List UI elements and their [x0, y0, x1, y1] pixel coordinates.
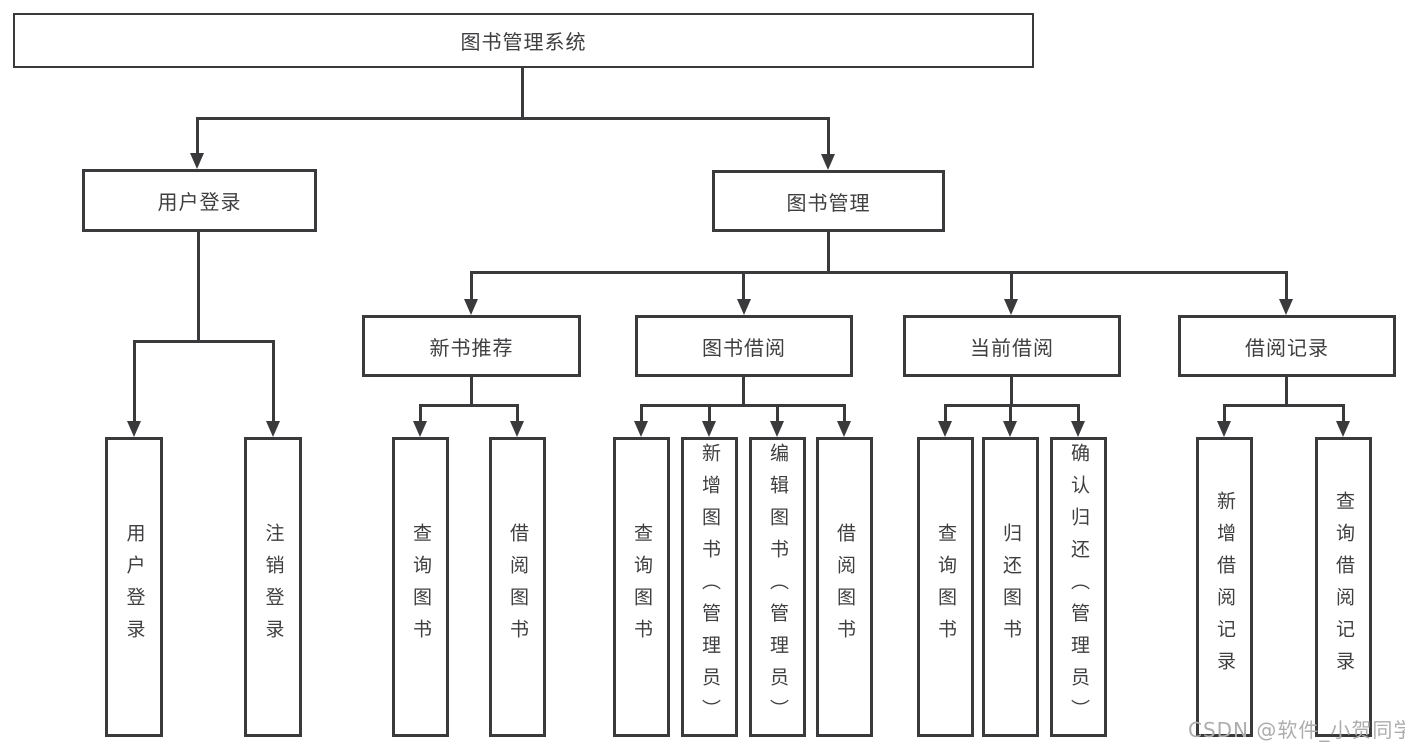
node-label: 图书借阅 [702, 335, 786, 360]
edge-to-logout [272, 340, 275, 423]
arrow-down-icon [190, 153, 204, 169]
edge-to-current-borrow [1010, 271, 1013, 301]
arrow-down-icon [1004, 299, 1018, 315]
edge-borrow-record-stem [1285, 377, 1288, 407]
edge-to-new-book [470, 271, 473, 301]
edge-leaf [1009, 404, 1012, 423]
arrow-down-icon [634, 421, 648, 437]
node-leaf-logout: 注销登录 [244, 437, 302, 737]
arrow-down-icon [413, 421, 427, 437]
edge-leaf [1342, 404, 1345, 423]
edge-book-borrow-stem [742, 377, 745, 407]
node-label: 注销登录 [262, 523, 285, 651]
arrow-down-icon [770, 421, 784, 437]
arrow-down-icon [510, 421, 524, 437]
arrow-down-icon [1071, 421, 1085, 437]
node-current-borrow: 当前借阅 [903, 315, 1121, 377]
edge-current-borrow-stem [1010, 377, 1013, 407]
node-label: 编辑图书（管理员） [767, 443, 789, 731]
arrow-down-icon [1003, 421, 1017, 437]
edge-leaf [1223, 404, 1226, 423]
node-leaf-return-book: 归还图书 [982, 437, 1039, 737]
edge-to-user-login [196, 117, 199, 155]
edge-to-book-management [827, 117, 830, 155]
node-leaf-add-borrow-record: 新增借阅记录 [1196, 437, 1253, 737]
arrow-down-icon [127, 421, 141, 437]
edge-leaf [843, 404, 846, 423]
node-borrow-record: 借阅记录 [1178, 315, 1396, 377]
edge-book-management-rail [470, 271, 1288, 274]
edge-current-borrow-rail [944, 404, 1080, 407]
node-label: 借阅图书 [834, 523, 856, 651]
node-label: 用户登录 [157, 190, 242, 214]
edge-new-book-stem [470, 377, 473, 407]
node-label: 归还图书 [1000, 523, 1022, 651]
node-leaf-query-borrow-record: 查询借阅记录 [1315, 437, 1372, 737]
node-label: 确认归还（管理员） [1068, 443, 1090, 731]
node-label: 图书管理 [786, 190, 871, 215]
node-leaf-query-book-1: 查询图书 [392, 437, 449, 737]
edge-book-borrow-rail [640, 404, 846, 407]
node-label: 查询图书 [410, 523, 432, 651]
edge-user-login-stem [197, 232, 200, 343]
edge-leaf [776, 404, 779, 423]
node-label: 查询图书 [631, 523, 653, 651]
edge-to-login [133, 340, 136, 423]
arrow-down-icon [1279, 299, 1293, 315]
arrow-down-icon [938, 421, 952, 437]
node-new-book-recommend: 新书推荐 [362, 315, 581, 377]
edge-leaf [1077, 404, 1080, 423]
node-leaf-borrow-book-2: 借阅图书 [816, 437, 873, 737]
edge-leaf [944, 404, 947, 423]
arrow-down-icon [1217, 421, 1231, 437]
edge-user-login-rail [133, 340, 275, 343]
edge-root-stem [521, 68, 524, 120]
node-leaf-edit-book-admin: 编辑图书（管理员） [749, 437, 806, 737]
node-label: 当前借阅 [970, 335, 1054, 360]
node-book-borrow: 图书借阅 [635, 315, 853, 377]
node-label: 借阅图书 [507, 523, 529, 651]
node-leaf-query-book-2: 查询图书 [613, 437, 670, 737]
arrow-down-icon [1336, 421, 1350, 437]
arrow-down-icon [821, 154, 835, 170]
edge-new-book-rail [419, 404, 519, 407]
edge-book-management-stem [827, 232, 830, 274]
node-book-management-system: 图书管理系统 [13, 13, 1034, 68]
node-label: 查询借阅记录 [1333, 491, 1355, 683]
node-label: 新增借阅记录 [1214, 491, 1236, 683]
node-label: 新书推荐 [429, 335, 514, 360]
edge-leaf [708, 404, 711, 423]
edge-leaf [419, 404, 422, 423]
node-leaf-confirm-return-admin: 确认归还（管理员） [1050, 437, 1107, 737]
edge-to-book-borrow [742, 271, 745, 301]
edge-borrow-record-rail [1223, 404, 1345, 407]
csdn-watermark: CSDN @软件_小贺同学 [1188, 718, 1405, 742]
arrow-down-icon [266, 421, 280, 437]
node-label: 借阅记录 [1245, 335, 1329, 360]
node-label: 新增图书（管理员） [699, 443, 721, 731]
node-leaf-user-login: 用户登录 [105, 437, 163, 737]
arrow-down-icon [837, 421, 851, 437]
arrow-down-icon [737, 299, 751, 315]
node-book-management: 图书管理 [712, 170, 945, 232]
node-label: 用户登录 [123, 523, 146, 651]
edge-root-rail [196, 117, 830, 120]
edge-to-borrow-record [1285, 271, 1288, 301]
node-user-login: 用户登录 [82, 169, 317, 232]
node-leaf-borrow-book-1: 借阅图书 [489, 437, 546, 737]
node-label: 查询图书 [935, 523, 957, 651]
arrow-down-icon [702, 421, 716, 437]
node-label: 图书管理系统 [460, 30, 587, 54]
edge-leaf [516, 404, 519, 423]
edge-leaf [640, 404, 643, 423]
node-leaf-add-book-admin: 新增图书（管理员） [681, 437, 738, 737]
node-leaf-query-book-3: 查询图书 [917, 437, 974, 737]
arrow-down-icon [464, 299, 478, 315]
